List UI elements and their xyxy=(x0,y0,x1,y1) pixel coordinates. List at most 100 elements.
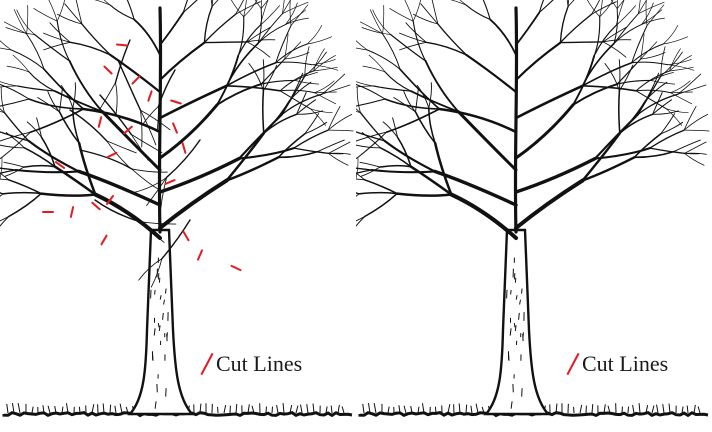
branch xyxy=(357,87,360,113)
grass-tuft xyxy=(388,407,389,413)
branch xyxy=(614,24,642,43)
branch xyxy=(516,159,595,193)
branch xyxy=(0,194,3,209)
grass-tuft xyxy=(331,406,332,413)
bark-mark xyxy=(155,290,156,295)
central-leader xyxy=(159,8,160,232)
branch xyxy=(141,110,142,147)
branch xyxy=(450,0,466,5)
branch xyxy=(134,19,160,55)
branch xyxy=(362,28,391,35)
branch xyxy=(365,180,398,194)
branch xyxy=(286,10,306,25)
grass-tuft xyxy=(687,406,688,413)
grass-tuft xyxy=(79,407,80,413)
grass-tuft xyxy=(338,405,339,413)
branch xyxy=(24,148,55,167)
branch xyxy=(373,10,391,35)
branch xyxy=(263,60,264,91)
branch xyxy=(363,66,385,72)
branch xyxy=(24,166,55,167)
cut-line xyxy=(171,101,181,104)
branch xyxy=(160,159,239,193)
branch xyxy=(669,49,680,71)
grass-tuft xyxy=(115,406,116,413)
grass-tuft xyxy=(313,404,314,413)
bark-mark xyxy=(514,323,515,327)
branch xyxy=(312,59,335,64)
branch xyxy=(204,14,235,42)
grass-tuft xyxy=(604,404,605,413)
branch xyxy=(562,0,568,7)
branch xyxy=(632,44,663,63)
branch xyxy=(258,24,286,43)
branch xyxy=(481,0,491,19)
branch xyxy=(322,74,345,94)
branch xyxy=(0,145,24,148)
grass-tuft xyxy=(301,405,302,413)
branches xyxy=(0,0,353,287)
branch xyxy=(413,21,425,61)
branch xyxy=(380,148,411,167)
branch xyxy=(160,43,204,80)
branch xyxy=(560,42,603,43)
branch xyxy=(305,47,309,76)
branch xyxy=(356,194,359,209)
bark-mark xyxy=(158,323,159,327)
bark-mark xyxy=(522,289,523,294)
cut-line xyxy=(104,67,111,74)
branch xyxy=(278,134,304,157)
branch xyxy=(383,5,384,34)
grass-tuft xyxy=(374,403,376,413)
branch xyxy=(356,145,380,148)
grass-tuft xyxy=(404,406,406,413)
grass-tuft xyxy=(448,404,450,413)
branch xyxy=(365,194,397,217)
branch xyxy=(466,55,516,92)
branch xyxy=(404,91,416,112)
branch xyxy=(360,162,380,167)
branch xyxy=(0,165,16,170)
branch xyxy=(516,13,539,46)
grass-tuft xyxy=(363,404,364,413)
branch xyxy=(684,106,696,130)
branch xyxy=(560,7,568,43)
grass-tuft xyxy=(296,406,298,413)
branch xyxy=(328,106,340,130)
branch xyxy=(131,134,162,152)
branch xyxy=(318,140,345,152)
bark-mark xyxy=(166,289,167,294)
branch xyxy=(678,74,701,94)
red-slash-icon xyxy=(200,352,214,374)
branch xyxy=(329,153,349,165)
grass-tuft xyxy=(592,404,593,413)
grass-tuft xyxy=(694,405,695,413)
branch xyxy=(60,88,63,112)
branch xyxy=(160,86,227,118)
branch xyxy=(41,194,95,196)
branch xyxy=(206,0,212,7)
branch xyxy=(313,49,324,71)
branch xyxy=(17,10,35,35)
grass-tuft xyxy=(652,406,654,413)
grass-tuft xyxy=(224,405,226,413)
branch xyxy=(80,150,132,169)
cut-line xyxy=(133,76,140,83)
grass-tuft xyxy=(628,407,629,413)
branch xyxy=(0,78,17,86)
branch xyxy=(160,13,183,46)
grass-tuft xyxy=(466,405,467,413)
branch xyxy=(107,141,130,168)
grass-tuft xyxy=(580,405,582,413)
branch xyxy=(70,110,107,141)
branch xyxy=(73,83,76,108)
branch xyxy=(329,142,351,153)
grass-tuft xyxy=(471,406,472,413)
branch xyxy=(204,42,247,43)
tree-after-pruning-panel: Cut Lines xyxy=(356,0,712,432)
grass-tuft xyxy=(110,405,111,413)
branch xyxy=(619,91,620,134)
branch xyxy=(236,0,249,14)
grass-tuft xyxy=(639,403,640,413)
grass-tuft xyxy=(435,407,436,413)
